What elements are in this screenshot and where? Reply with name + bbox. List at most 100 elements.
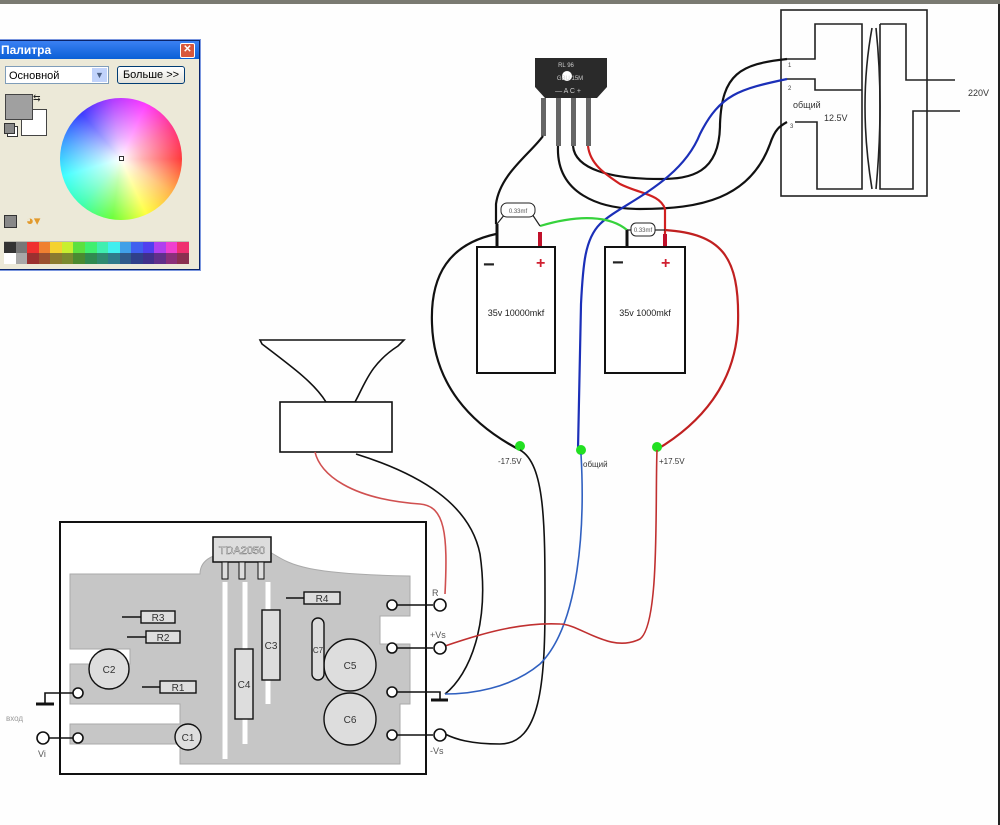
- terminal-vs-plus-label: +Vs: [430, 630, 446, 640]
- color-swatch[interactable]: [27, 253, 39, 264]
- color-swatch[interactable]: [38, 253, 51, 264]
- film-cap-right-label: 0.33mf: [634, 228, 653, 234]
- close-icon[interactable]: ✕: [180, 43, 195, 58]
- color-swatch[interactable]: [177, 253, 189, 264]
- color-swatch[interactable]: [96, 242, 109, 253]
- add-color-icon[interactable]: [4, 215, 17, 228]
- more-button[interactable]: Больше >>: [117, 66, 185, 84]
- window-top-border: [0, 0, 1000, 4]
- color-swatch[interactable]: [73, 253, 85, 264]
- wire-cap-bridge-green: [539, 217, 628, 231]
- color-swatch[interactable]: [108, 253, 120, 264]
- color-swatch[interactable]: [131, 253, 143, 264]
- terminal-vs-minus-label: -Vs: [430, 746, 444, 756]
- pin-3-label: 3: [790, 124, 794, 130]
- node-common-label: общий: [583, 460, 608, 469]
- node-common: [576, 445, 586, 455]
- pcb-component-label: R2: [157, 633, 170, 644]
- color-swatch[interactable]: [165, 242, 178, 253]
- color-swatch[interactable]: [108, 242, 120, 253]
- wire-common-to-ground: [444, 453, 583, 695]
- palette-window: Палитра ✕ Основной ▼ Больше >> ⇆ ◕▾: [0, 40, 200, 270]
- color-picker-menu-icon[interactable]: ◕▾: [26, 213, 41, 228]
- transformer: [780, 9, 960, 197]
- color-swatch[interactable]: [27, 242, 39, 253]
- pcb-component-c4: [234, 648, 254, 720]
- pcb-pad-r: [386, 599, 398, 611]
- color-swatch[interactable]: [15, 253, 28, 264]
- color-swatch[interactable]: [84, 242, 97, 253]
- color-swatch[interactable]: [84, 253, 97, 264]
- secondary-voltage-label: 12.5V: [824, 113, 848, 123]
- color-swatch[interactable]: [142, 253, 155, 264]
- pcb-component-label: R4: [316, 594, 329, 605]
- wire-pos-to-vs: [444, 449, 658, 647]
- cap-left-plus: +: [536, 255, 545, 272]
- color-swatch[interactable]: [119, 253, 132, 264]
- palette-titlebar[interactable]: Палитра ✕: [0, 41, 199, 59]
- wire-bridge-plus: [586, 145, 667, 246]
- pcb-board: TDA2050: [59, 521, 427, 775]
- cap-right-minus: −: [612, 252, 624, 274]
- color-swatch[interactable]: [154, 242, 166, 253]
- node-neg: [515, 441, 525, 451]
- color-wheel-cursor[interactable]: [119, 156, 124, 161]
- color-swatch[interactable]: [165, 253, 178, 264]
- pcb-component-r3: [140, 610, 176, 624]
- color-swatch[interactable]: [154, 253, 166, 264]
- pcb-component-c2: [88, 648, 130, 690]
- terminal-vs-plus[interactable]: [433, 641, 447, 655]
- wire-common-blue: [576, 77, 788, 450]
- pcb-component-r4: [303, 591, 341, 605]
- color-swatch[interactable]: [38, 242, 51, 253]
- pcb-component-label: C2: [103, 665, 116, 676]
- pcb-pad-vs-minus: [386, 729, 398, 741]
- diode-bridge: RL 96 GBU 15M — A C +: [535, 58, 607, 146]
- terminal-vi[interactable]: [36, 731, 50, 745]
- color-swatch[interactable]: [73, 242, 85, 253]
- wire-bridge-ac2: [556, 121, 788, 211]
- color-swatch[interactable]: [142, 242, 155, 253]
- color-swatch[interactable]: [50, 242, 62, 253]
- node-pos: [652, 442, 662, 452]
- film-cap-right: 0.33mf: [627, 222, 665, 237]
- pcb-component-label: R3: [152, 613, 165, 624]
- film-cap-left: 0.33mf: [496, 202, 541, 227]
- terminal-vs-minus[interactable]: [433, 728, 447, 742]
- color-swatch[interactable]: [96, 253, 109, 264]
- swap-colors-icon[interactable]: ⇆: [33, 93, 41, 103]
- primary-voltage-label: 220V: [968, 88, 989, 98]
- color-swatch[interactable]: [131, 242, 143, 253]
- primary-color-swatch[interactable]: [5, 94, 33, 120]
- pcb-component-label: C4: [238, 680, 251, 691]
- terminal-r[interactable]: [433, 598, 447, 612]
- reset-colors-icon[interactable]: [4, 123, 15, 134]
- cap-1000mkf: − + 35v 1000mkf: [604, 246, 686, 374]
- wire-bridge-ac1: [571, 57, 788, 181]
- pcb-component-label: C1: [182, 733, 195, 744]
- color-swatch[interactable]: [61, 242, 74, 253]
- bridge-marking-1: RL 96: [558, 63, 574, 69]
- color-swatch[interactable]: [177, 242, 189, 253]
- pcb-component-label: R1: [172, 683, 185, 694]
- color-swatch[interactable]: [15, 242, 28, 253]
- wire-neg-to-vs: [444, 449, 546, 745]
- color-swatch[interactable]: [4, 253, 16, 264]
- pcb-pad-input: [72, 732, 84, 744]
- cap-right-label: 35v 1000mkf: [619, 308, 671, 318]
- palette-mode-select[interactable]: Основной ▼: [5, 66, 109, 84]
- chevron-down-icon[interactable]: ▼: [92, 68, 107, 82]
- pcb-component-label: C3: [265, 641, 278, 652]
- transformer-frame: [780, 9, 928, 197]
- chip-label: TDA2050: [219, 545, 265, 557]
- color-swatch[interactable]: [50, 253, 62, 264]
- vi-label: Vi: [38, 749, 46, 759]
- cap-10000mkf: − + 35v 10000mkf: [476, 246, 556, 374]
- color-swatch[interactable]: [4, 242, 16, 253]
- cap-left-minus: −: [483, 254, 495, 276]
- color-swatch[interactable]: [119, 242, 132, 253]
- wiring-diagram-canvas: 1 2 3 общий 12.5V 220V RL 96 GBU 15M — A…: [6, 9, 989, 775]
- color-swatch[interactable]: [61, 253, 74, 264]
- wire-bridge-minus: [494, 135, 544, 224]
- node-pos-label: +17.5V: [659, 457, 685, 466]
